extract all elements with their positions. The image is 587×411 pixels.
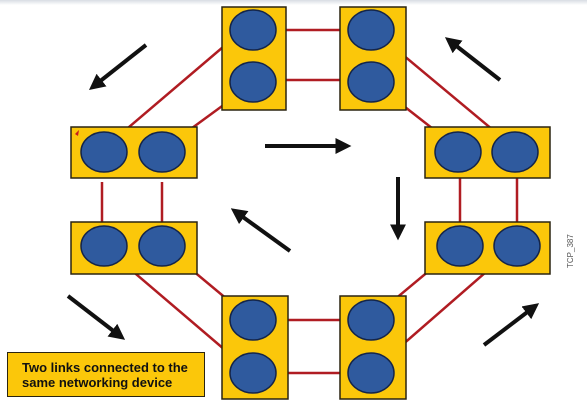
- port-top-left-2: [229, 61, 277, 103]
- port-upper-right-1: [434, 131, 482, 173]
- red-marker-icon: [75, 130, 79, 136]
- arrow-outer-bottom-right: [482, 303, 540, 347]
- arrow-inner-left: [230, 208, 292, 253]
- caption-box: Two links connected to the same networki…: [7, 352, 205, 397]
- caption-line-1: Two links connected to the: [22, 359, 188, 375]
- caption-line-2: same networking device: [22, 374, 173, 390]
- arrow-outer-top-right: [444, 37, 502, 82]
- device-upper-left: [70, 126, 198, 179]
- top-edge-bar: [0, 0, 587, 5]
- port-top-right-1: [347, 9, 395, 51]
- port-bottom-right-1: [347, 299, 395, 341]
- device-lower-left: [70, 221, 198, 275]
- flow-arrows: [66, 37, 540, 347]
- port-lower-left-1: [80, 225, 128, 267]
- port-upper-left-2: [138, 131, 186, 173]
- arrow-outer-top-left: [88, 43, 148, 90]
- port-bottom-left-2: [229, 352, 277, 394]
- port-upper-right-2: [491, 131, 539, 173]
- port-bottom-left-1: [229, 299, 277, 341]
- device-top-right: [339, 6, 407, 111]
- port-lower-left-2: [138, 225, 186, 267]
- device-bottom-right: [339, 295, 407, 400]
- arrow-outer-bottom-left: [66, 294, 126, 340]
- device-upper-right: [424, 126, 551, 179]
- port-bottom-right-2: [347, 352, 395, 394]
- port-lower-right-2: [493, 225, 541, 267]
- device-bottom-left: [221, 295, 289, 400]
- device-top-left: [221, 6, 287, 111]
- port-top-left-1: [229, 9, 277, 51]
- figure-id: TCP_387: [566, 234, 575, 268]
- links: [100, 28, 519, 375]
- port-upper-left-1: [80, 131, 128, 173]
- port-top-right-2: [347, 61, 395, 103]
- port-lower-right-1: [436, 225, 484, 267]
- device-lower-right: [424, 221, 551, 275]
